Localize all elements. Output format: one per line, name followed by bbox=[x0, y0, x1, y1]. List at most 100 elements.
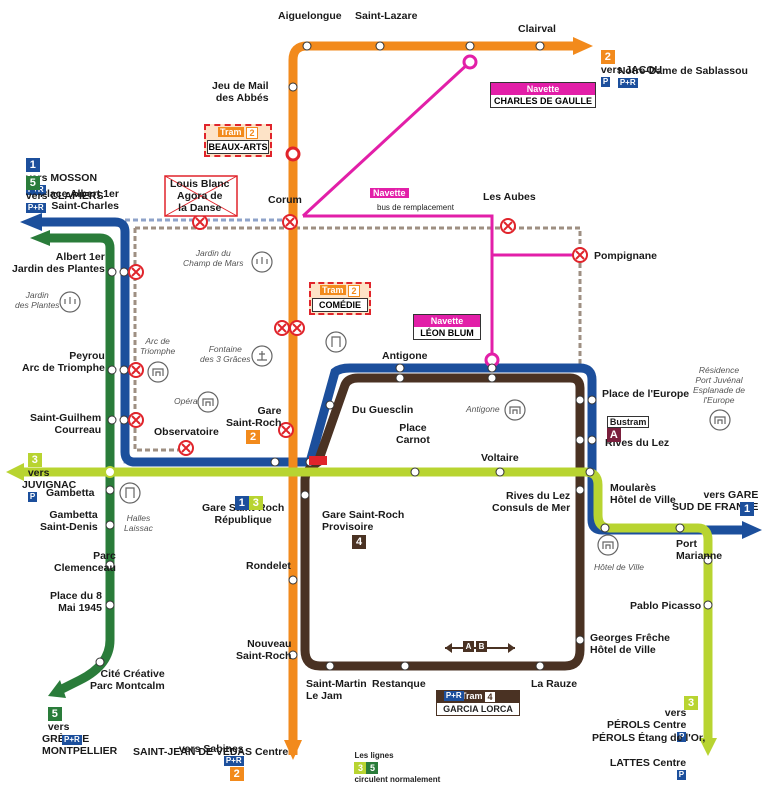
station-moulares[interactable]: Moularès Hôtel de Ville bbox=[610, 482, 676, 506]
station-antigone[interactable]: Antigone bbox=[382, 350, 428, 362]
landmark-hotel-ville: Hôtel de Ville bbox=[594, 562, 644, 572]
tram-word: Tram bbox=[319, 285, 346, 295]
dest-sablassou-label: Notre-Dame de Sablassou bbox=[617, 65, 748, 77]
station-rondelet[interactable]: Rondelet bbox=[246, 560, 291, 572]
dest-juvignac[interactable]: 3 vers JUVIGNAC P bbox=[22, 441, 76, 503]
station-gambetta-sd[interactable]: Gambetta Saint-Denis bbox=[40, 509, 98, 533]
station-parc-clemenceau[interactable]: Parc Clemenceau bbox=[54, 550, 116, 574]
station-restanque[interactable]: Restanque bbox=[372, 678, 426, 690]
dest-perols-1[interactable]: vers PÉROLS Centre P bbox=[607, 695, 687, 743]
landmark-champ-mars: Jardin du Champ de Mars bbox=[183, 248, 244, 268]
bustram-word: Bustram bbox=[606, 416, 650, 428]
arch-icon bbox=[709, 409, 731, 431]
tram-beaux-arts-box[interactable]: Tram 2 BEAUX-ARTS bbox=[204, 124, 272, 157]
dest-perols-3[interactable]: LATTES Centre P bbox=[604, 745, 687, 781]
line-3-badge: 3 bbox=[248, 496, 263, 510]
bus-replacement-label: bus de remplacement bbox=[377, 203, 454, 212]
parking-badge: P bbox=[676, 770, 687, 781]
station-peyrou[interactable]: Peyrou Arc de Triomphe bbox=[22, 350, 105, 374]
station-rives-lez[interactable]: Rives du Lez bbox=[605, 437, 670, 449]
dest-jacou[interactable]: 2 vers JACOU P bbox=[595, 38, 662, 88]
arch-icon bbox=[147, 361, 169, 383]
line-1-arrow-right bbox=[742, 521, 762, 539]
station-georges-freche[interactable]: Georges Frêche Hôtel de Ville bbox=[590, 632, 670, 656]
landmark-halles: Halles Laissac bbox=[124, 513, 153, 533]
station-place-8-mai[interactable]: Place du 8 Mai 1945 bbox=[50, 590, 102, 614]
station-les-aubes[interactable]: Les Aubes bbox=[483, 191, 536, 203]
line-1-badge: 1 bbox=[25, 158, 40, 172]
line-5-arrow-bottom bbox=[48, 680, 66, 698]
dest-gres[interactable]: 5 vers GRÈS DE MONTPELLIER bbox=[42, 695, 117, 757]
station-port-marianne[interactable]: Port Marianne bbox=[676, 538, 723, 562]
park-and-ride-badge: P+R bbox=[62, 735, 82, 745]
garcia-lorca-pr: P+R bbox=[438, 678, 464, 702]
station-saint-guilhem[interactable]: Saint-Guilhem Courreau bbox=[30, 412, 102, 436]
station-corum[interactable]: Corum bbox=[268, 194, 302, 206]
landmark-fontaine: Fontaine des 3 Grâces bbox=[200, 344, 251, 364]
tram-word: Tram bbox=[460, 691, 483, 701]
dest-perols-2[interactable]: PÉROLS Étang de l'Or, bbox=[592, 732, 706, 744]
building-icon bbox=[325, 331, 347, 353]
station-place-albert[interactable]: Place Albert 1er Saint-Charles bbox=[40, 188, 119, 212]
dest-clapiers[interactable]: 5 vers CLAPIERS P+R bbox=[20, 164, 103, 214]
station-la-rauze[interactable]: La Rauze bbox=[531, 678, 578, 690]
dest-sabines-label: vers Sabines bbox=[178, 743, 244, 755]
station-nouveau-st-roch[interactable]: Nouveau Saint-Roch bbox=[236, 638, 292, 662]
louis-blanc-crossed-box bbox=[164, 175, 238, 217]
tram-network-map bbox=[6, 37, 762, 760]
dest-sablassou[interactable]: Notre-Dame de Sablassou P+R bbox=[612, 53, 748, 89]
arch-icon bbox=[597, 534, 619, 556]
dest-juvignac-label: vers JUVIGNAC bbox=[22, 467, 77, 491]
station-albert-jardin[interactable]: Albert 1er Jardin des Plantes bbox=[12, 251, 105, 275]
parking-badge: P bbox=[677, 732, 687, 743]
landmark-arc-triomphe: Arc de Triomphe bbox=[140, 336, 176, 356]
bustram-box[interactable]: Bustram A bbox=[601, 404, 650, 442]
station-place-europe[interactable]: Place de l'Europe bbox=[602, 388, 690, 400]
building-icon bbox=[119, 482, 141, 504]
line-4 bbox=[300, 373, 585, 671]
station-louis-blanc[interactable]: Louis Blanc Agora de la Danse bbox=[170, 178, 230, 214]
bustram-a-badge: A bbox=[606, 428, 621, 442]
landmark-icons bbox=[59, 251, 731, 556]
station-saint-martin[interactable]: Saint-Martin Le Jam bbox=[306, 678, 367, 702]
station-pompignane[interactable]: Pompignane bbox=[594, 250, 658, 262]
arch-icon bbox=[197, 391, 219, 413]
closed-stations bbox=[128, 214, 588, 456]
station-gambetta[interactable]: Gambetta bbox=[46, 487, 95, 499]
line-5 bbox=[50, 233, 115, 695]
station-place-carnot[interactable]: Place Carnot bbox=[396, 422, 430, 446]
station-aiguelongue[interactable]: Aiguelongue bbox=[278, 10, 342, 22]
station-observatoire[interactable]: Observatoire bbox=[154, 426, 219, 438]
line-3 bbox=[20, 467, 713, 740]
park-and-ride-badge: P+R bbox=[223, 756, 244, 767]
line-2-arrow-bottom bbox=[284, 740, 302, 760]
station-gare-st-roch[interactable]: Gare Saint-Roch bbox=[226, 405, 282, 429]
sncf-marker bbox=[309, 456, 327, 465]
station-rives-consuls[interactable]: Rives du Lez Consuls de Mer bbox=[492, 490, 571, 514]
line-5-badge: 5 bbox=[25, 176, 40, 190]
station-jeu-de-mail[interactable]: Jeu de Mail des Abbés bbox=[212, 80, 269, 104]
dest-jacou-label: vers JACOU bbox=[600, 64, 663, 76]
line-2-badge: 2 bbox=[600, 50, 615, 64]
tram-garcia-lorca-box[interactable]: Tram 4 GARCIA LORCA bbox=[436, 690, 520, 716]
landmark-antigone: Antigone bbox=[466, 404, 500, 414]
station-cite-creative[interactable]: Cité Créative Parc Montcalm bbox=[90, 668, 165, 692]
station-stops bbox=[95, 41, 713, 671]
station-du-guesclin[interactable]: Du Guesclin bbox=[352, 404, 414, 416]
navette-leon-blum-box[interactable]: Navette LÉON BLUM bbox=[413, 314, 481, 340]
leon-blum-label: LÉON BLUM bbox=[420, 328, 474, 338]
park-and-ride-badge: P+R bbox=[617, 78, 638, 89]
navette-charles-de-gaulle-box[interactable]: Navette CHARLES DE GAULLE bbox=[490, 82, 596, 108]
station-pablo-picasso[interactable]: Pablo Picasso bbox=[630, 600, 702, 612]
station-saint-lazare[interactable]: Saint-Lazare bbox=[355, 10, 418, 22]
landmark-jardin-plantes: Jardin des Plantes bbox=[15, 290, 60, 310]
garcia-lorca-label: GARCIA LORCA bbox=[437, 703, 519, 715]
station-gare-provisoire[interactable]: Gare Saint-Roch Provisoire bbox=[322, 509, 405, 533]
charles-de-gaulle-label: CHARLES DE GAULLE bbox=[493, 96, 592, 106]
station-voltaire[interactable]: Voltaire bbox=[481, 452, 519, 464]
dest-saint-jean[interactable]: SAINT-JEAN DE VÉDAS Centre bbox=[133, 746, 289, 758]
beaux-arts-label: BEAUX-ARTS bbox=[207, 139, 269, 154]
station-clairval[interactable]: Clairval bbox=[518, 23, 556, 35]
tram-comedie-box[interactable]: Tram 2 COMÉDIE bbox=[309, 282, 371, 315]
